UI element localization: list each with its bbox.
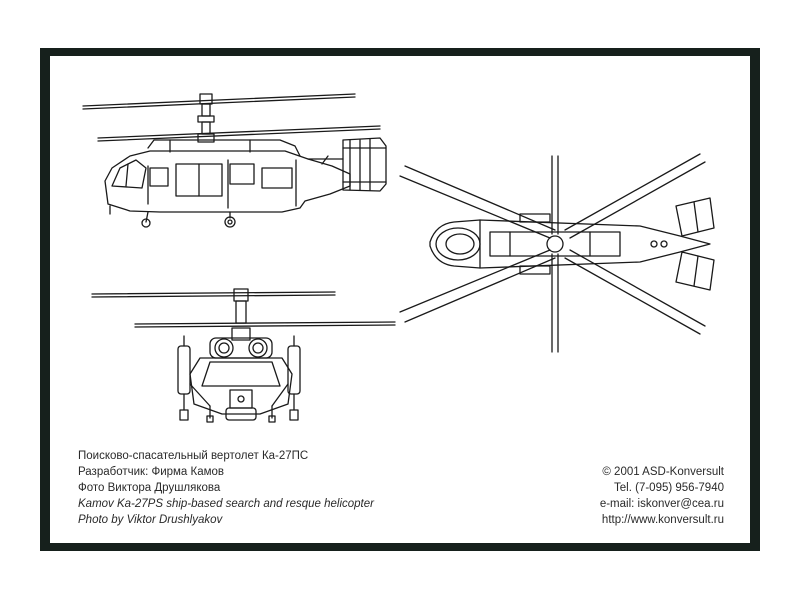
postcard-frame: Поисково-спасательный вертолет Ка-27ПС Р… — [40, 48, 760, 551]
caption-en-photo: Photo by Viktor Drushlyakov — [78, 514, 223, 526]
side-view-drawing — [83, 94, 386, 227]
top-view-drawing — [400, 154, 714, 352]
copyright-text: © 2001 ASD-Konversult — [602, 466, 724, 478]
caption-block: Поисково-спасательный вертолет Ка-27ПС Р… — [78, 448, 374, 528]
telephone-text: Tel. (7-095) 956-7940 — [614, 482, 724, 494]
caption-ru-developer: Разработчик: Фирма Камов — [78, 466, 225, 478]
caption-ru-title: Поисково-спасательный вертолет Ка-27ПС — [78, 450, 309, 462]
email-text: e-mail: iskonver@cea.ru — [599, 498, 724, 510]
caption-ru-photo: Фото Виктора Друшлякова — [78, 482, 221, 494]
contacts-block: © 2001 ASD-Konversult Tel. (7-095) 956-7… — [600, 464, 724, 528]
postcard-face: Поисково-спасательный вертолет Ка-27ПС Р… — [50, 56, 750, 543]
helicopter-blueprint — [50, 56, 750, 543]
website-link[interactable]: http://www.konversult.ru — [601, 514, 724, 526]
caption-en-title: Kamov Ka-27PS ship-based search and resq… — [78, 498, 374, 510]
front-view-drawing — [92, 289, 395, 422]
